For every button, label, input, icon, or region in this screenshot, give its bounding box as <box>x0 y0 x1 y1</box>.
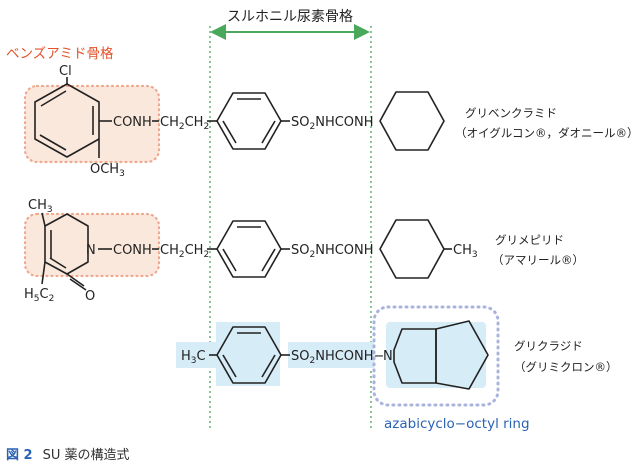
benz2-db-c <box>222 248 237 272</box>
figure-caption-text: SU 薬の構造式 <box>42 448 130 463</box>
glimepiride-structure: CH3 H5C2 O N CONH CH2CH2 SO2NHCONH CH3 <box>24 198 478 304</box>
co-bond-b <box>69 278 87 291</box>
benz3-db-c <box>222 354 237 378</box>
h3c-atom: H3C <box>181 349 206 366</box>
sulfonylurea-label: スルホニル尿素骨格 <box>227 9 353 25</box>
glimepiride-brand: （アマリール®） <box>492 253 584 267</box>
so2-group-3: SO2NHCONH− <box>291 349 384 366</box>
gliclazide-structure: H3C SO2NHCONH− N <box>181 320 489 390</box>
glibenclamide-brand: （オイグルコン®，ダオニール®） <box>455 126 632 140</box>
so2-group-1: SO2NHCONH <box>291 115 374 132</box>
so2-group-2: SO2NHCONH <box>291 243 374 260</box>
cyclohexane-ring <box>379 91 445 151</box>
methylcyclohexane-ring <box>379 219 445 279</box>
glimepiride-name: グリメピリド <box>495 233 564 247</box>
conh-1: CONH <box>113 115 152 130</box>
figure-number: 図 2 <box>6 448 33 463</box>
och3-atom: OCH3 <box>90 162 125 179</box>
ch3-atom-2: CH3 <box>28 198 53 215</box>
benzamide-box-1 <box>23 84 161 164</box>
benzene-ring-2 <box>216 220 282 278</box>
ch2ch2-2: CH2CH2 <box>160 243 209 260</box>
glibenclamide-structure: Cl OCH3 CONH CH2CH2 SO2NHCONH <box>34 64 445 179</box>
o-atom: O <box>85 289 95 304</box>
n-atom-3: N <box>383 349 393 364</box>
benz1-db-c <box>222 120 237 144</box>
glibenclamide-name: グリベンクラミド <box>465 106 557 120</box>
benz1-db-b <box>261 120 276 144</box>
gliclazide-name: グリクラジド <box>514 339 583 353</box>
h5c2-bond <box>41 261 46 285</box>
benzamide-box-2 <box>23 212 161 278</box>
benz3-db-b <box>261 354 276 378</box>
cl-atom: Cl <box>59 64 72 79</box>
benzene-highlight-3 <box>216 322 280 386</box>
ch3-atom-mc: CH3 <box>453 243 478 260</box>
benzamide-label: ベンズアミド骨格 <box>6 46 114 62</box>
ch3-bond-2 <box>41 212 46 227</box>
benzamide-ring-1 <box>34 83 100 158</box>
n-atom-2: N <box>86 243 96 258</box>
conh-2: CONH <box>113 243 152 258</box>
so2-highlight <box>288 342 388 368</box>
co-bond-a <box>66 273 85 287</box>
figure-caption: 図 2 SU 薬の構造式 <box>6 444 129 463</box>
azabicyclo-label: azabicyclo−octyl ring <box>384 416 530 432</box>
ring1-double-c <box>40 90 67 107</box>
benzene-ring-1 <box>216 92 282 150</box>
benz2-db-b <box>261 248 276 272</box>
ring2-double-b <box>49 257 67 269</box>
gliclazide-brand: （グリミクロン®） <box>514 360 618 374</box>
h5c2-atom: H5C2 <box>24 287 54 304</box>
ring1-double-b <box>39 134 67 151</box>
ch2ch2-1: CH2CH2 <box>160 115 209 132</box>
cyclopentane-ring <box>435 320 489 390</box>
